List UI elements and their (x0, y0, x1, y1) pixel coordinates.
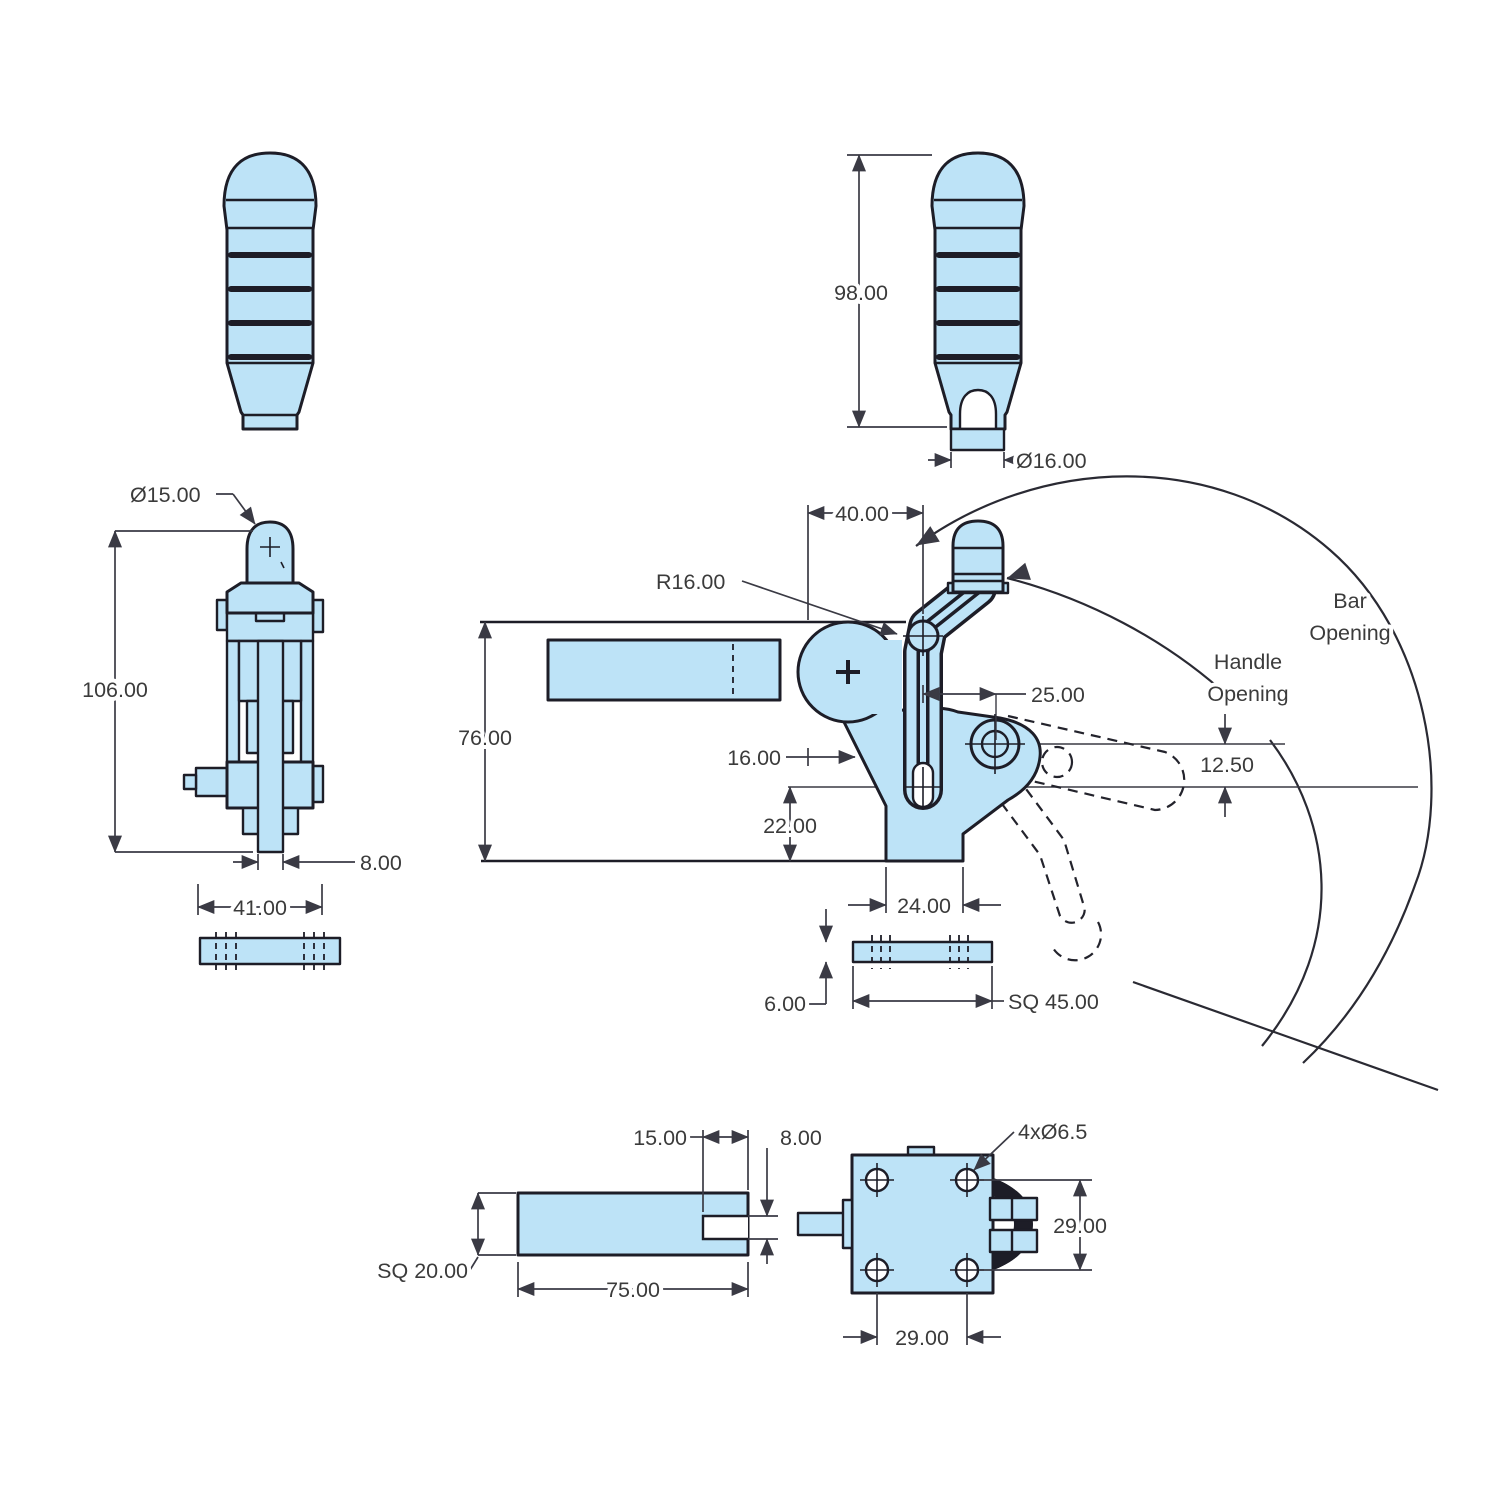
dim-slot-depth-label: 15.00 (633, 1126, 687, 1150)
dim-plate-width-label: SQ 45.00 (1008, 990, 1099, 1014)
view-knob-front (222, 151, 318, 431)
dim-bar-height-label: 76.00 (458, 726, 512, 750)
dim-handle-offset-label: 40.00 (835, 502, 889, 526)
view-knob-side: 98.00 Ø16.00 (830, 151, 1091, 477)
dim-pivot-inset-label: 16.00 (727, 746, 781, 770)
dim-plate-thickness-label: 6.00 (764, 992, 806, 1016)
dim-base-to-slot-label: 22.00 (763, 814, 817, 838)
dim-knob-height-label: 98.00 (834, 281, 888, 305)
handle-opening-label-line2: Opening (1207, 682, 1288, 706)
view-bar-detail: 15.00 8.00 SQ 20.00 75.00 (373, 1122, 826, 1306)
bar-opening-label-line1: Bar (1333, 589, 1366, 613)
dim-body-radius-label: R16.00 (656, 570, 725, 594)
dim-knob-tip-diameter-label: Ø16.00 (1016, 449, 1087, 473)
dim-bar-section-label: SQ 20.00 (377, 1259, 468, 1283)
dim-holes-label: 4xØ6.5 (1018, 1120, 1087, 1144)
dim-clamp-height-label: 106.00 (82, 678, 148, 702)
dim-slot-width-label: 8.00 (780, 1126, 822, 1150)
dim-handle-drop-label: 12.50 (1200, 753, 1254, 777)
dim-body-width-label: 41.00 (233, 896, 287, 920)
dim-hole-offset-label: 25.00 (1031, 683, 1085, 707)
bar-opening-label-line2: Opening (1309, 621, 1390, 645)
handle-opening-label-line1: Handle (1214, 650, 1282, 674)
dim-hole-pitch-vertical-label: 29.00 (1053, 1214, 1107, 1238)
view-clamp-side: 40.00 R16.00 76.00 16.00 25.00 12.50 22.… (454, 475, 1439, 1092)
dim-knob-diameter-label: Ø15.00 (130, 483, 201, 507)
dim-base-width-label: 24.00 (897, 894, 951, 918)
dim-hole-pitch-horizontal-label: 29.00 (895, 1326, 949, 1350)
view-base-plate-side: 6.00 SQ 45.00 (760, 909, 1103, 1020)
view-base-plate-top: 4xØ6.5 29.00 29.00 (796, 1116, 1111, 1354)
dim-bar-thickness-label: 8.00 (360, 851, 402, 875)
view-clamp-front: Ø15.00 106.00 8.00 41.00 (78, 479, 406, 970)
dim-bar-length-label: 75.00 (606, 1278, 660, 1302)
